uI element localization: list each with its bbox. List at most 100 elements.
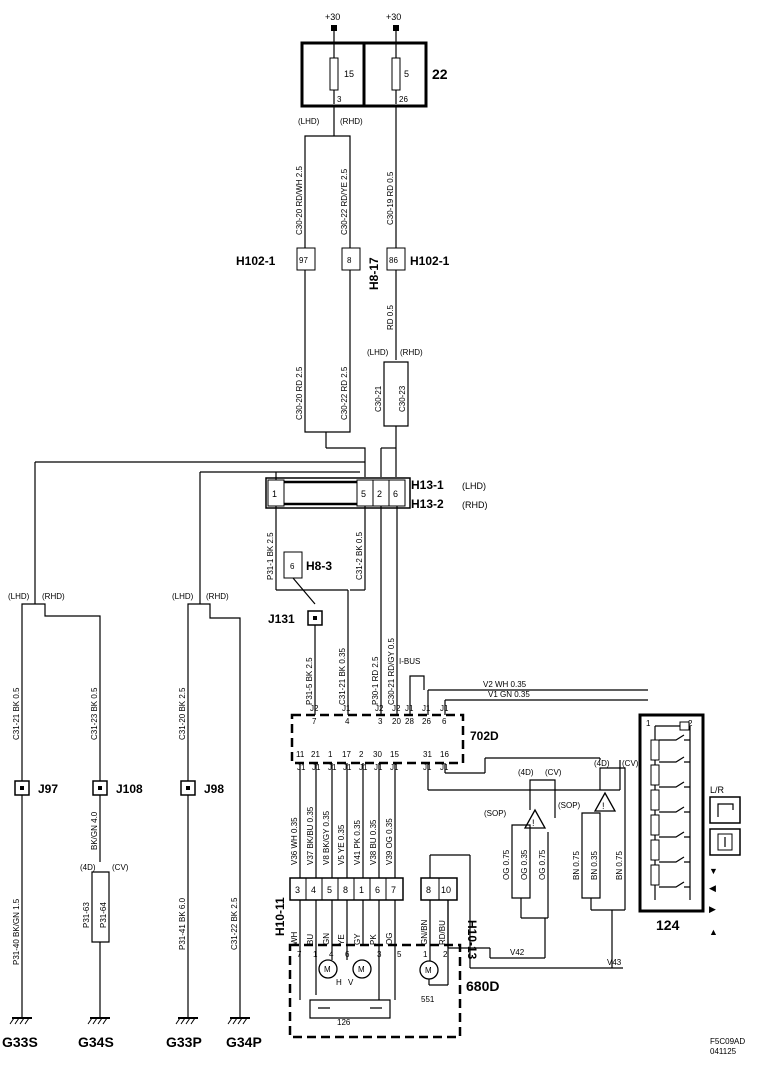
wire-v39: V39 OG 0.35 [385,818,394,865]
h8-17-label: H8-17 [367,257,381,290]
mirror-selector-icon [709,796,741,824]
j131-label: J131 [268,612,295,626]
h13-connector: 1 5 2 6 H13-1 (LHD) H13-2 (RHD) [34,461,488,595]
module-680d: WH BU GN YE GY PK OG GN/BN RD/BU 7 1 4 6… [288,900,499,1039]
supply-left-terminal [331,25,337,31]
switch-124: 1 2 124 L/R ▼ ◀ ▶ ▲ [638,713,741,937]
arrow-up-icon: ▲ [709,927,718,937]
pin-n-1: 1 [328,750,333,759]
switch-124-resistor-4 [650,814,660,836]
rhd-label-top: (RHD) [340,117,363,126]
wire-v5: V5 YE 0.35 [337,824,346,865]
motor-v-axis: V [348,978,354,987]
h13-pin-2-label: 2 [377,489,382,499]
switch-124-resistor-top [679,721,690,731]
pin-97: 97 [299,256,308,265]
wire-v38: V38 BU 0.35 [369,819,378,865]
pin-j-26: J1 [422,704,431,713]
h8-3-label: H8-3 [306,559,332,573]
ground-symbol-g34p [227,1017,250,1025]
module-680d-id: 680D [466,978,499,994]
pin-n-20: 20 [392,717,401,726]
ground-symbol-g33p [175,1017,198,1025]
rhd-label-c30: (RHD) [400,348,423,357]
wire-bn075a: BN 0.75 [572,851,581,880]
fuse-a-label: 15 [344,69,354,79]
warning-triangle-bn [593,791,617,812]
pin-j-11: J1 [297,763,306,772]
color-ye: YE [337,934,346,945]
switch-124-pin-2: 2 [688,719,693,728]
color-pk: PK [369,934,378,945]
pin-n-17: 17 [342,750,351,759]
j97-label: J97 [38,782,58,796]
wire-v43: V43 [607,958,622,967]
fuse-15 [329,57,339,91]
pin-n-28: 28 [405,717,414,726]
switch-124-id: 124 [656,917,680,933]
wire-v36: V36 WH 0.35 [290,817,299,865]
wire-v37: V37 BK/BU 0.35 [306,806,315,865]
switch-124-resistor-6 [650,864,660,886]
upper-wiring: (LHD) (RHD) C30-20 RD/WH 2.5 C30-22 RD/Y… [236,106,450,477]
module-702d-top-pins: J2 7 J1 4 J2 3 J2 20 J1 28 J1 26 J1 6 [310,704,449,726]
lhd-label-c30: (LHD) [367,348,389,357]
wire-og035: OG 0.35 [520,849,529,880]
pin-n-31: 31 [423,750,432,759]
rhd-label-left2: (RHD) [206,592,229,601]
wire-c30-20-top: C30-20 RD/WH 2.5 [295,166,304,235]
fuse-b-pin: 26 [399,95,408,104]
wire-c31-21-left: C31-21 BK 0.5 [12,687,21,740]
wire-og075a: OG 0.75 [502,849,511,880]
pin-n-4: 4 [345,717,350,726]
wire-v8: V8 BK/GY 0.35 [322,810,331,865]
h13-pin-6-label: 6 [393,489,398,499]
wire-bn035: BN 0.35 [590,851,599,880]
lower-wiring: V36 WH 0.35 V37 BK/BU 0.35 V8 BK/GY 0.35… [273,757,623,969]
motor-fold-label: M [425,966,432,975]
wire-c30-23: C30-23 [398,385,407,412]
diagram-ref: F5C09AD [710,1037,745,1046]
pin-n-11: 11 [296,750,305,759]
wire-p31-63: P31-63 [82,902,91,928]
wire-p31-5: P31-5 BK 2.5 [305,657,314,705]
arrow-down-icon: ▼ [709,866,718,876]
h13-pin-5-label: 5 [361,489,366,499]
h13-2-variant: (RHD) [462,500,488,510]
warning-mark-og: ! [532,818,535,828]
wire-c31-23: C31-23 BK 0.5 [90,687,99,740]
d4-label-bn: (4D) [594,759,610,768]
cv-label-og: (CV) [545,768,562,777]
color-gnbn: GN/BN [420,919,429,945]
pin-n-6: 6 [442,717,447,726]
fuse-5 [391,57,401,91]
h8-3-pin: 6 [290,562,295,571]
pin-n-7: 7 [312,717,317,726]
module-702d: 702D J2 7 J1 4 J2 3 J2 20 J1 28 J1 26 J1… [290,704,499,772]
h13-1-label: H13-1 [411,478,444,492]
h10-11-pin-5: 5 [327,885,332,895]
sub-551-label: 551 [421,995,435,1004]
h10-13-pin-8: 8 [426,885,431,895]
motor-h-axis: H [336,978,342,987]
h13-2-label: H13-2 [411,497,444,511]
h102-1-right-label: H102-1 [410,254,450,268]
wire-p31-1: P31-1 BK 2.5 [266,532,275,580]
pin-j-6: J1 [440,704,449,713]
h10-11-pin-1: 1 [359,885,364,895]
ground-symbol-g33s [9,1017,32,1025]
og-bn-branches: (4D) (CV) ! (SOP) OG 0.75 OG 0.35 OG 0.7… [484,759,639,968]
cv-label-bn: (CV) [622,759,639,768]
j108-label: J108 [116,782,143,796]
d4-label-left: (4D) [80,863,96,872]
motor-horizontal [318,959,338,979]
switch-124-resistor-3 [650,789,660,811]
h8-17-pin-8 [341,247,361,271]
diagram-date: 041125 [710,1047,737,1056]
d4-label-og: (4D) [518,768,534,777]
left-ground-branches: (LHD) (RHD) C31-21 BK 0.5 C31-23 BK 0.5 … [2,592,262,1050]
wire-c30-20-bot: C30-20 RD 2.5 [295,366,304,420]
wire-c30-21-mid: C30-21 RD/GY 0.5 [387,637,396,705]
module-702d-id: 702D [470,729,499,743]
pin-n-30: 30 [373,750,382,759]
